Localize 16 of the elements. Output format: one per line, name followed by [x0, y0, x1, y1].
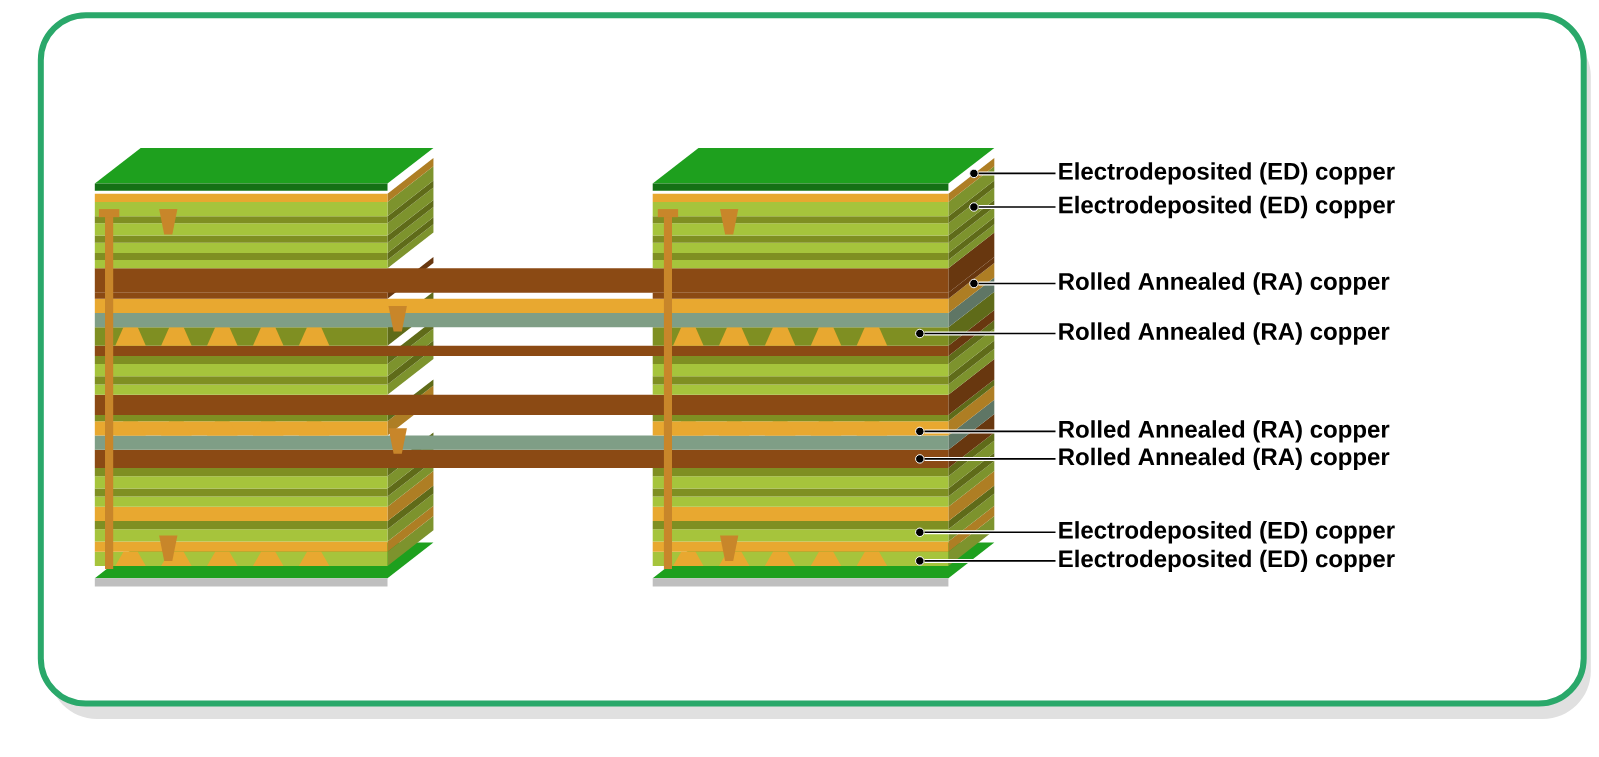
layer-label: Electrodeposited (ED) copper	[1059, 162, 1395, 185]
leader-line	[977, 171, 1057, 176]
layer-label: Rolled Annealed (RA) copper	[1059, 447, 1390, 471]
leader-line	[923, 530, 1057, 535]
leader-line	[977, 281, 1057, 286]
leader-line	[977, 205, 1057, 209]
leader-line	[923, 456, 1057, 461]
layer-label: Rolled Annealed (RA) copper	[1059, 322, 1390, 345]
layer-label: Electrodeposited (ED) copper	[1059, 195, 1395, 219]
leader-line	[923, 558, 1057, 563]
layer-label: Rolled Annealed (RA) copper	[1059, 420, 1390, 443]
leader-line	[923, 429, 1057, 434]
layer-label: Electrodeposited (ED) copper	[1059, 521, 1395, 544]
layer-label: Electrodeposited (ED) copper	[1059, 549, 1395, 573]
leader-line	[923, 331, 1057, 336]
layer-label: Rolled Annealed (RA) copper	[1059, 272, 1390, 295]
